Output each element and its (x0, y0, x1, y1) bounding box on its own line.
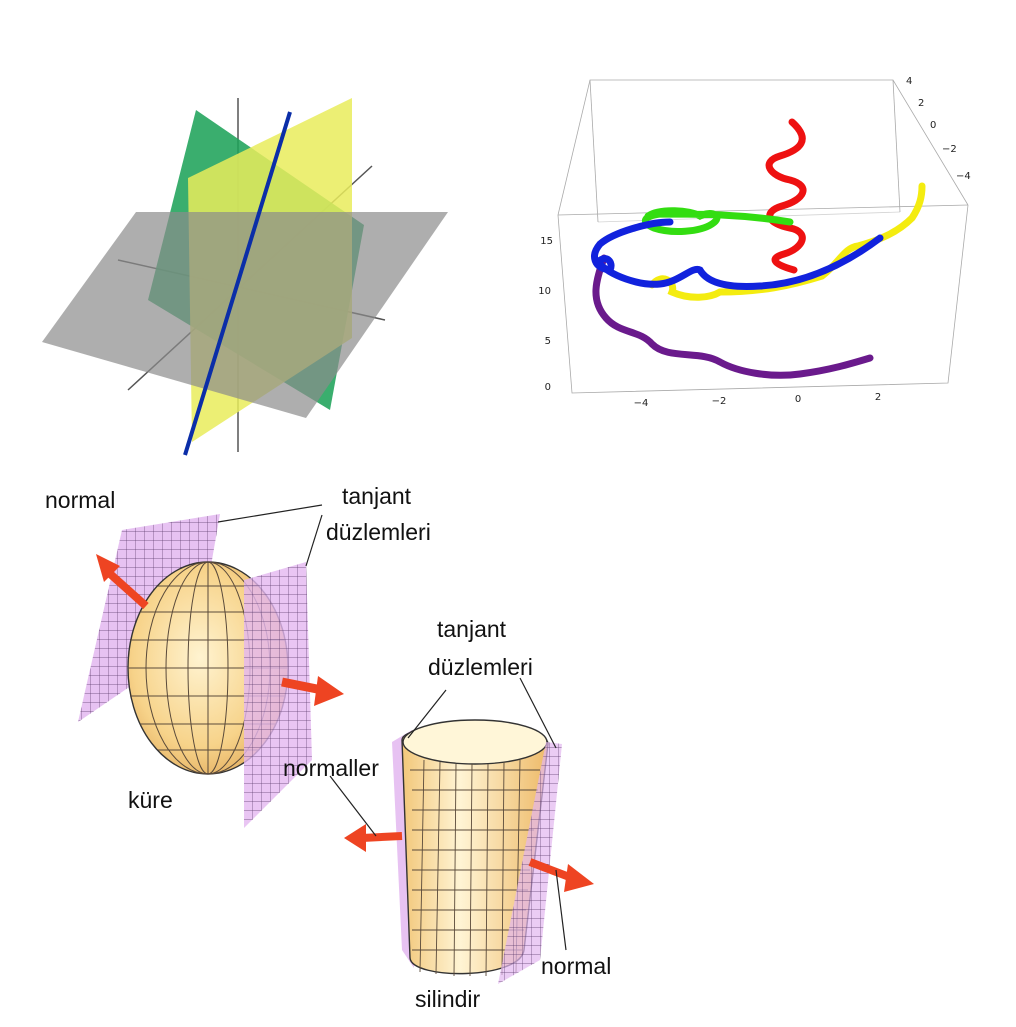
label-normaller: normaller (283, 755, 379, 781)
z-tick: 15 (540, 236, 553, 247)
cylinder-grid (410, 759, 540, 977)
yellow-curve (648, 182, 926, 301)
y-tick: −4 (956, 171, 971, 182)
label-tanjant-2: tanjant (437, 616, 507, 642)
z-tick-labels: 0 5 10 15 (538, 236, 553, 393)
cylinder-top (402, 719, 548, 765)
leader-lines (217, 504, 567, 951)
cylinder (392, 719, 562, 984)
label-tanjant-1: tanjant (342, 483, 412, 509)
z-tick: 5 (545, 336, 551, 347)
purple-curve (592, 254, 874, 379)
x-tick: −2 (712, 396, 727, 407)
normal-arrow-sphere-right (281, 676, 344, 706)
x-tick: −4 (634, 398, 649, 409)
y-tick: 4 (906, 76, 912, 87)
blue-curve (591, 218, 884, 290)
green-curve (642, 207, 794, 235)
label-silindir: silindir (415, 986, 481, 1012)
x-tick: 0 (795, 394, 801, 405)
normal-arrow-cylinder-left (344, 824, 403, 852)
curves-plot: 0 5 10 15 −4 −2 0 2 4 2 0 −2 −4 (538, 76, 970, 409)
y-tick: 2 (918, 98, 924, 109)
label-duzlemleri-2: düzlemleri (428, 654, 533, 680)
normal-arrow-cylinder-right (528, 858, 594, 892)
z-tick: 10 (538, 286, 551, 297)
planes-diagram (42, 98, 448, 456)
tangent-plane-right-grid (244, 562, 312, 828)
label-normal-bottom: normal (541, 953, 611, 979)
label-normal-top: normal (45, 487, 115, 513)
y-tick: −2 (942, 144, 957, 155)
y-tick: 0 (930, 120, 936, 131)
intersection-line (183, 111, 292, 456)
label-duzlemleri-1: düzlemleri (326, 519, 431, 545)
y-tick-labels: 4 2 0 −2 −4 (906, 76, 971, 182)
red-curve (765, 118, 807, 274)
x-tick: 2 (875, 392, 881, 403)
label-kure: küre (128, 787, 173, 813)
tangent-diagram: normal tanjant düzlemleri tanjant düzlem… (45, 483, 611, 1012)
horizontal-plane (42, 212, 448, 418)
normal-arrow-sphere-left (96, 554, 149, 609)
z-tick: 0 (545, 382, 551, 393)
x-tick-labels: −4 −2 0 2 (634, 392, 882, 409)
